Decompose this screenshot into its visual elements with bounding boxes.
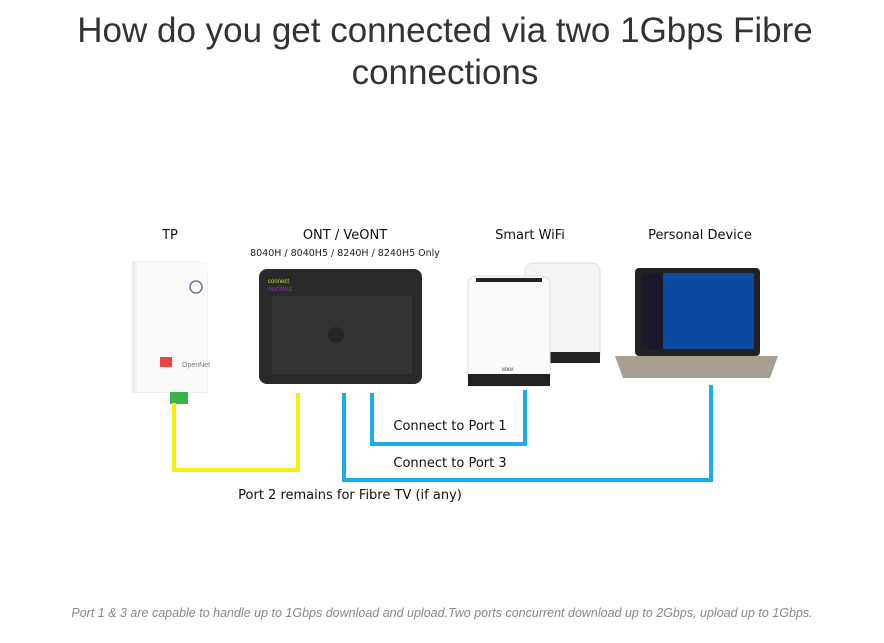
tp-label: TP <box>162 228 178 243</box>
ont-label: ONT / VeONT <box>302 228 388 243</box>
port1-label: Connect to Port 1 <box>393 419 507 434</box>
page-title: How do you get connected via two 1Gbps F… <box>77 11 813 92</box>
port2-label: Port 2 remains for Fibre TV (if any) <box>238 488 462 503</box>
tp-device-icon: OpenNet <box>132 261 210 404</box>
personal-device-label: Personal Device <box>648 228 752 243</box>
svg-text:NOKIA: NOKIA <box>502 367 514 372</box>
svg-text:connect: connect <box>268 279 289 285</box>
smart-wifi-icon: NOKIA <box>467 262 601 387</box>
ont-device-icon: connect nucleus <box>259 269 422 384</box>
blue-cable-port1 <box>370 390 527 446</box>
blue-cable-port3 <box>342 385 713 482</box>
laptop-icon <box>615 268 778 378</box>
yellow-cable <box>172 393 300 472</box>
port3-label: Connect to Port 3 <box>393 456 507 471</box>
svg-text:OpenNet: OpenNet <box>182 362 210 369</box>
footnote: Port 1 & 3 are capable to handle up to 1… <box>71 606 813 620</box>
ont-models-label: 8040H / 8040H5 / 8240H / 8240H5 Only <box>250 248 440 259</box>
svg-text:nucleus: nucleus <box>268 286 293 293</box>
smart-wifi-label: Smart WiFi <box>495 228 565 243</box>
